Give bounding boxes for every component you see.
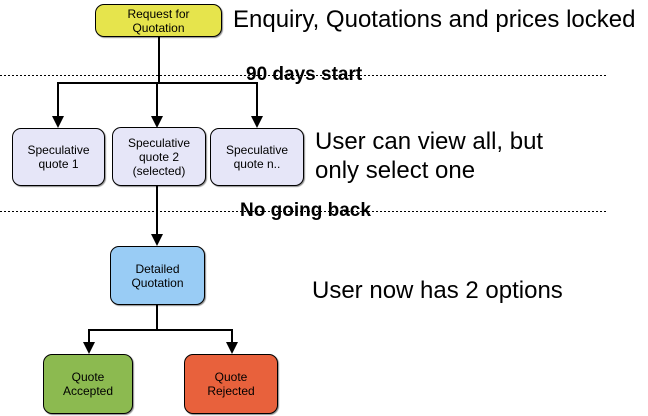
arrow-down-icon <box>151 116 163 128</box>
divider-label-90-days-start: 90 days start <box>246 64 363 85</box>
arrow-down-icon <box>83 342 95 354</box>
connector-line <box>156 82 158 118</box>
annotation-user-now-has-2-options: User now has 2 options <box>312 277 563 304</box>
connector-line <box>88 329 90 342</box>
phase-divider-line-top <box>0 75 608 76</box>
connector-line <box>158 37 160 83</box>
arrow-down-icon <box>226 342 238 354</box>
connector-line <box>156 305 158 331</box>
annotation-user-can-view-all: User can view all, but only select one <box>315 128 544 184</box>
node-quote-accepted: Quote Accepted <box>43 354 133 414</box>
connector-line <box>57 82 59 118</box>
divider-label-no-going-back: No going back <box>240 200 371 221</box>
arrow-down-icon <box>251 116 263 128</box>
connector-line <box>88 329 233 331</box>
arrow-down-icon <box>52 116 64 128</box>
arrow-down-icon <box>151 234 163 246</box>
phase-divider-line-bottom <box>0 211 608 212</box>
node-speculative-quote-2: Speculative quote 2 (selected) <box>112 127 206 186</box>
connector-line <box>156 186 158 234</box>
node-detailed-quotation: Detailed Quotation <box>110 246 205 305</box>
node-quote-rejected: Quote Rejected <box>184 354 278 414</box>
connector-line <box>256 82 258 118</box>
node-request-for-quotation: Request for Quotation <box>95 4 222 37</box>
annotation-enquiry-quotations-locked: Enquiry, Quotations and prices locked <box>233 6 636 33</box>
node-speculative-quote-1: Speculative quote 1 <box>12 128 105 186</box>
node-speculative-quote-n: Speculative quote n.. <box>210 128 304 186</box>
connector-line <box>231 329 233 342</box>
